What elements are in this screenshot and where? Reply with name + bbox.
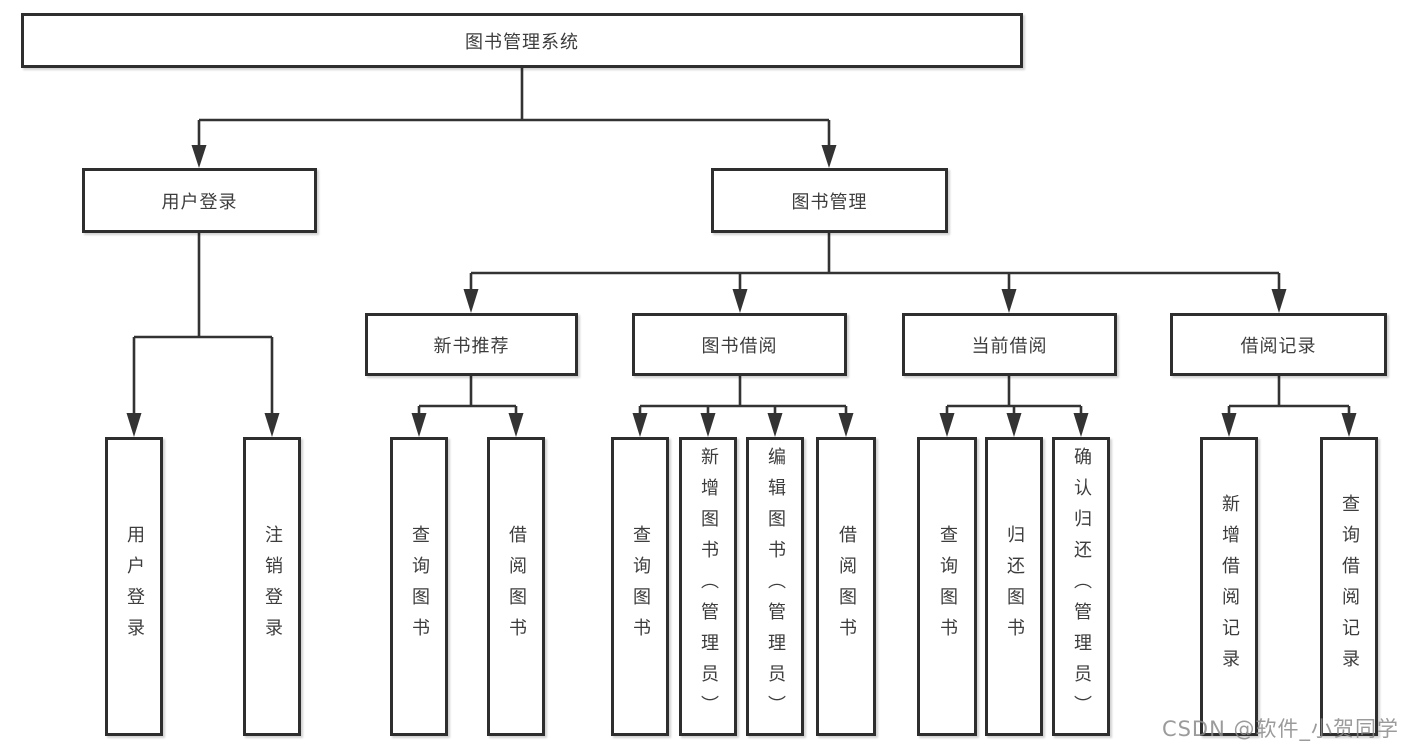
node-root-system: 图书管理系统 [21,13,1023,68]
edge-book-mgmt-to-level3 [463,233,1287,313]
node-leaf-user-login: 用户登录 [105,437,163,736]
node-leaf-query-book-recommend: 查询图书 [390,437,448,736]
node-current-borrow: 当前借阅 [902,313,1117,376]
node-leaf-user-login-label: 用户登录 [124,524,145,649]
node-leaf-logout-label: 注销登录 [262,524,283,649]
node-leaf-query-book-current-label: 查询图书 [937,524,958,649]
edge-book-borrow-to-leaves [632,376,854,437]
node-borrow-record: 借阅记录 [1170,313,1387,376]
node-leaf-add-book-admin: 新增图书（管理员） [679,437,737,736]
node-leaf-borrow-book-label: 借阅图书 [836,524,857,649]
node-leaf-query-book-borrow: 查询图书 [611,437,669,736]
node-leaf-borrow-book: 借阅图书 [816,437,876,736]
node-leaf-add-borrow-record-label: 新增借阅记录 [1219,493,1240,680]
node-leaf-borrow-book-recommend-label: 借阅图书 [506,524,527,649]
edge-borrow-record-to-leaves [1221,376,1357,437]
edge-new-book-to-leaves [411,376,524,437]
edge-current-borrow-to-leaves [939,376,1089,437]
edge-user-login-to-leaves [126,233,280,437]
node-user-login-label: 用户登录 [161,191,238,213]
node-leaf-add-borrow-record: 新增借阅记录 [1200,437,1258,736]
node-leaf-query-borrow-record: 查询借阅记录 [1320,437,1378,736]
node-new-book-recommend-label: 新书推荐 [433,335,510,357]
node-leaf-add-book-admin-label: 新增图书（管理员） [698,447,719,726]
node-book-borrow-label: 图书借阅 [701,335,778,357]
node-leaf-query-borrow-record-label: 查询借阅记录 [1339,493,1360,680]
node-root-system-label: 图书管理系统 [465,31,579,53]
node-user-login: 用户登录 [82,168,317,233]
node-new-book-recommend: 新书推荐 [365,313,578,376]
edge-root-to-level2 [191,68,837,168]
node-leaf-confirm-return-admin-label: 确认归还（管理员） [1071,447,1092,726]
node-leaf-query-book-recommend-label: 查询图书 [409,524,430,649]
node-leaf-return-book: 归还图书 [985,437,1043,736]
node-leaf-query-book-borrow-label: 查询图书 [630,524,651,649]
node-current-borrow-label: 当前借阅 [971,335,1048,357]
node-book-borrow: 图书借阅 [632,313,847,376]
csdn-watermark: CSDN @软件_小贺同学 [1161,717,1399,741]
node-book-management: 图书管理 [711,168,948,233]
node-leaf-return-book-label: 归还图书 [1004,524,1025,649]
node-leaf-borrow-book-recommend: 借阅图书 [487,437,545,736]
node-book-management-label: 图书管理 [791,191,868,213]
node-borrow-record-label: 借阅记录 [1240,335,1317,357]
node-leaf-query-book-current: 查询图书 [917,437,977,736]
node-leaf-logout: 注销登录 [243,437,301,736]
node-leaf-edit-book-admin-label: 编辑图书（管理员） [765,447,786,726]
node-leaf-confirm-return-admin: 确认归还（管理员） [1052,437,1110,736]
node-leaf-edit-book-admin: 编辑图书（管理员） [746,437,804,736]
